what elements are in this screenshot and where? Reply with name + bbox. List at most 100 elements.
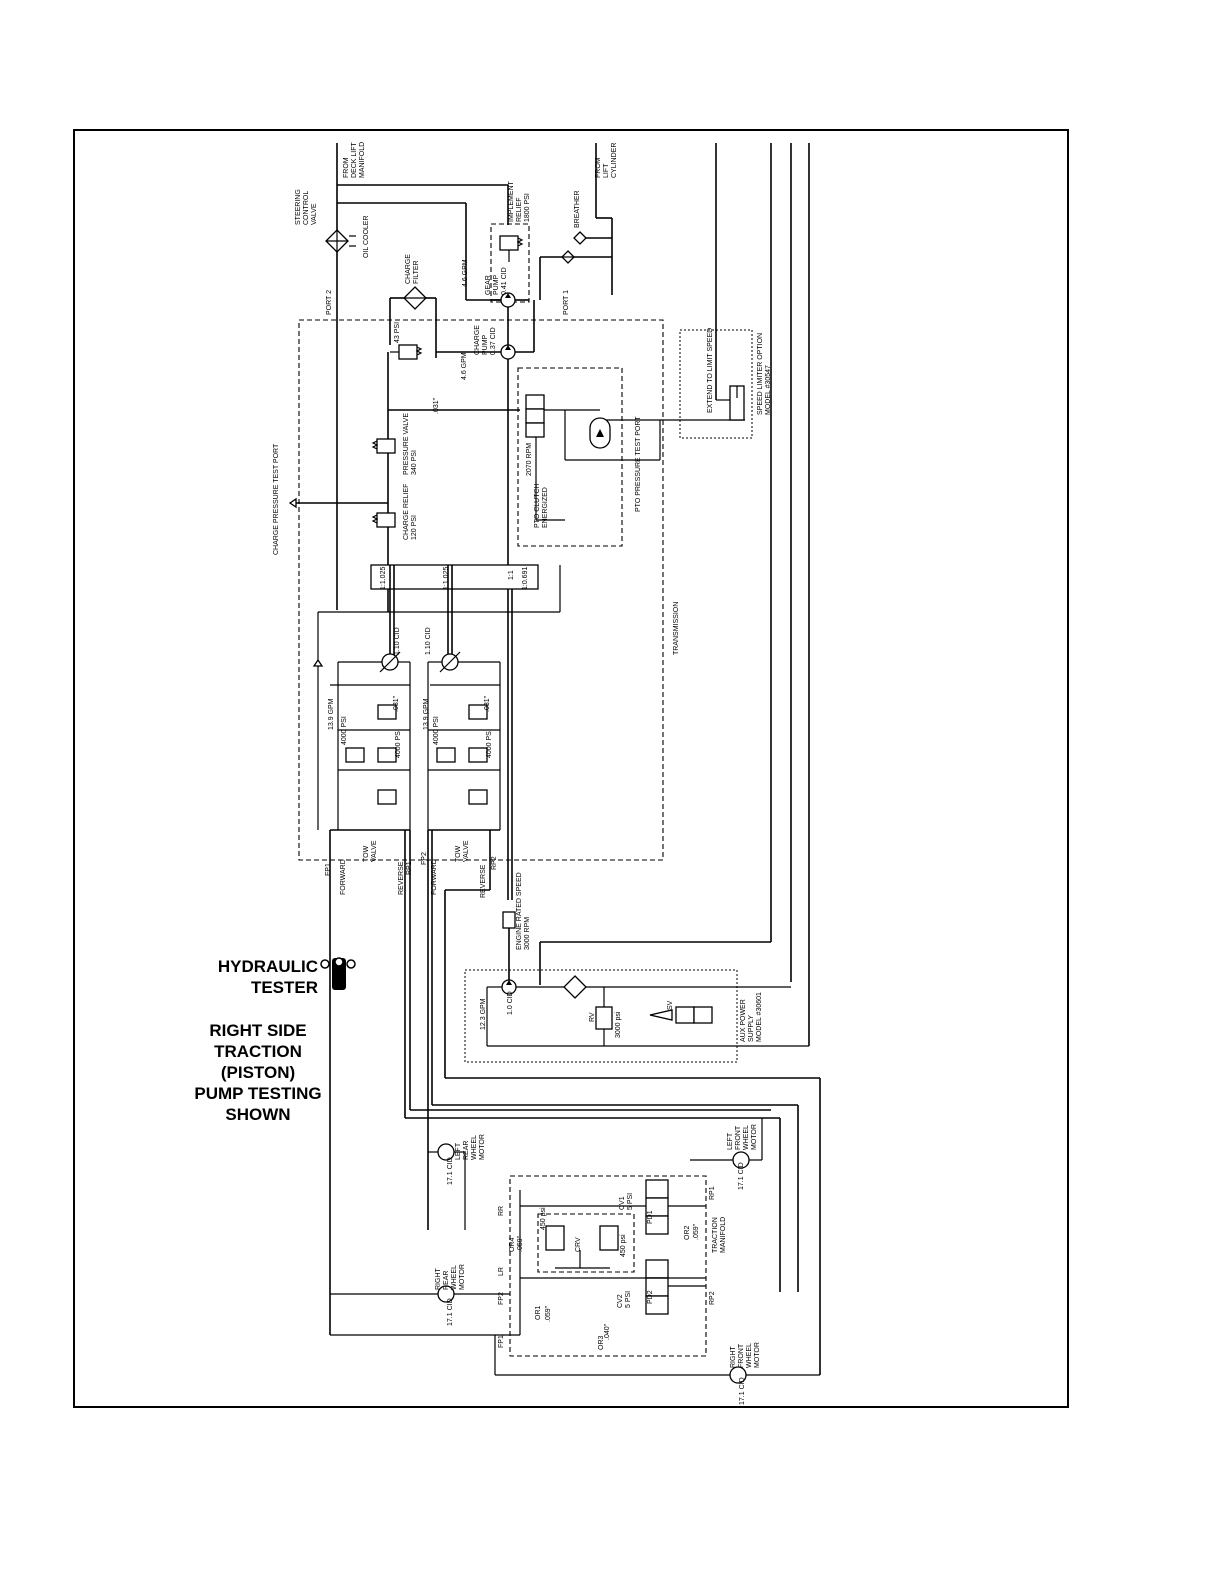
right-front-wheel-motor (330, 1334, 820, 1384)
label-fp1: FP1 (325, 863, 332, 876)
label-cid-rf: 17.1 CID (739, 1377, 746, 1405)
label-port2: PORT 2 (326, 290, 333, 315)
traction-lines (329, 830, 821, 1375)
label-fp1-m: FP1 (498, 1335, 505, 1348)
implement-relief-valve (499, 235, 524, 262)
tester-line-2: TESTER (250, 978, 318, 997)
label-right-rear: RIGHTREARWHEELMOTOR (435, 1264, 466, 1290)
label-lr: LR (498, 1267, 505, 1276)
label-pd2: PD2 (647, 1290, 654, 1304)
label-lift-cyl: FROMLIFTCYLINDER (595, 143, 618, 178)
label-orifice-top: .031" (433, 397, 440, 414)
diagram-frame (73, 129, 1069, 1408)
label-cid-left: 1.10 CID (394, 627, 401, 655)
title-line-4: PUMP TESTING (194, 1084, 322, 1103)
label-speed-limiter: SPEED LIMITER OPTIONMODEL #30547 (757, 333, 772, 415)
label-fp2-m: FP2 (498, 1292, 505, 1305)
label-orifice-left: .031" (393, 695, 400, 712)
label-gear-pump: GEARPUMP0.41 CID (485, 267, 508, 295)
label-cv1: CV15 PSI (619, 1193, 634, 1210)
charge-pump (436, 300, 535, 360)
traction-manifold-box (509, 1175, 707, 1357)
transmission-box (298, 319, 664, 861)
label-reverse2: REVERSE (480, 864, 487, 898)
charge-relief-valve (371, 512, 396, 528)
label-orifice-right: .031" (484, 695, 491, 712)
charge-test-port (288, 497, 388, 509)
label-cv2: CV25 PSI (617, 1291, 632, 1308)
label-rr: RR (498, 1206, 505, 1216)
crv-box (537, 1213, 635, 1273)
label-implement-relief: IMPLEMENTRELIEF1800 PSI (508, 180, 531, 222)
pressure-valve (371, 438, 396, 454)
label-charge-pump: CHARGEPUMP0.37 CID (474, 325, 497, 355)
pto-clutch (589, 417, 611, 449)
label-psi450b: 450 psi (620, 1234, 627, 1257)
label-gpm-charge: 4.6 GPM (461, 352, 468, 380)
piston-pump-right (428, 651, 500, 673)
label-rv: RV (589, 1012, 596, 1022)
label-breather: BREATHER (574, 190, 581, 228)
label-rp1: RP1 (406, 861, 413, 875)
label-extend: EXTEND TO LIMIT SPEED (707, 328, 714, 413)
label-steering: STEERINGCONTROLVALVE (295, 189, 318, 225)
check-valve-43psi (390, 344, 423, 360)
pto-box (517, 367, 623, 547)
label-charge-test-port: CHARGE PRESSURE TEST PORT (273, 443, 280, 555)
right-rear-wheel-motor (330, 1285, 510, 1303)
label-cid-lf: 17.1 CID (738, 1162, 745, 1190)
label-psi43: 43 PSI (394, 322, 401, 343)
label-transmission: TRANSMISSION (673, 602, 680, 655)
label-tow-valve-right: TOWVALVE (455, 840, 470, 862)
title-line-2: TRACTION (214, 1042, 302, 1061)
label-oil-cooler: OIL COOLER (363, 215, 370, 258)
label-ratio3: 1:1 (508, 570, 515, 580)
aux-pump (486, 975, 809, 1047)
label-left-front: LEFTFRONTWHEELMOTOR (727, 1124, 758, 1150)
label-ratio4: 1:0.691 (522, 567, 529, 590)
label-or2-val: .059" (693, 1223, 700, 1240)
label-psi4000-c: 4000 PSI (433, 716, 440, 745)
title-line-1: RIGHT SIDE (209, 1021, 307, 1040)
pump-testing-title: RIGHT SIDE TRACTION (PISTON) PUMP TESTIN… (180, 1020, 336, 1125)
gearbox (370, 564, 539, 590)
label-left-rear: LEFTREARWHEELMOTOR (455, 1134, 486, 1160)
label-cid-rr: 17.1 CID (447, 1298, 454, 1326)
piston-pump-left (338, 651, 410, 673)
label-forward2: FORWARD (431, 859, 438, 895)
label-cid-right: 1.10 CID (425, 627, 432, 655)
label-rp1-m: RP1 (709, 1186, 716, 1200)
title-line-5: SHOWN (225, 1105, 291, 1124)
left-front-wheel-motor (690, 1118, 763, 1169)
left-rear-wheel-motor (428, 1143, 466, 1230)
hydraulic-tester[interactable] (320, 957, 356, 990)
label-pto-clutch: PTO CLUTCHENERGIZED (534, 483, 549, 528)
label-rp2: RP2 (491, 856, 498, 870)
label-cid-aux: 1.0 CID (507, 991, 514, 1015)
label-psi3000: 3000 psi (615, 1011, 622, 1038)
breather (561, 231, 587, 264)
label-aux-power: AUX POWERSUPPLYMODEL #30601 (740, 992, 763, 1042)
top-supply-lines (336, 143, 810, 1046)
label-psi450a: 450 psi (540, 1207, 547, 1230)
label-fp2: FP2 (421, 852, 428, 865)
label-pto-test-port: PTO PRESSURE TEST PORT (635, 416, 642, 512)
solenoid-valve (649, 1006, 713, 1024)
loop-lines (330, 662, 501, 830)
charge-filter (389, 286, 437, 358)
label-ratio2: 1:1.025 (443, 567, 450, 590)
pto-valve (525, 394, 745, 461)
label-gpm-gear: 4.6 GPM (462, 259, 469, 287)
label-gpm-right: 13.9 GPM (423, 698, 430, 730)
aux-power-box (464, 969, 738, 1063)
label-cid-lr: 17.1 CID (447, 1157, 454, 1185)
label-sv: SV (667, 1000, 674, 1010)
implement-relief-box (490, 223, 530, 303)
label-pd1: PD1 (647, 1210, 654, 1224)
label-gpm-left: 13.9 GPM (328, 698, 335, 730)
speed-limiter-cylinder (716, 385, 745, 421)
label-or2: OR2 (684, 1226, 691, 1241)
label-crv: CRV (575, 1237, 582, 1252)
label-deck-lift: FROMDECK LIFTMANIFOLD (343, 141, 366, 178)
